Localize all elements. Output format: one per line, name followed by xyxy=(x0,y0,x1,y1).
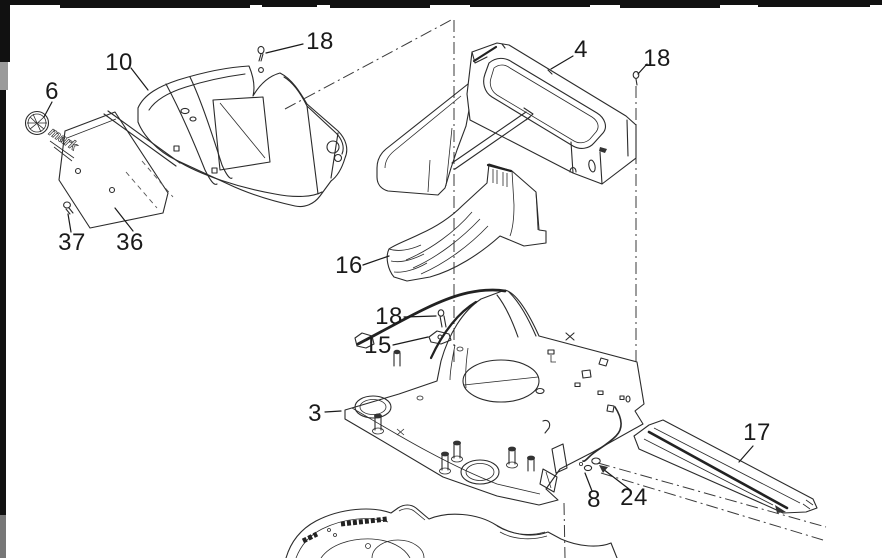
part-3-platform xyxy=(344,288,645,506)
leader-24-arrowhead xyxy=(599,465,608,473)
mower-deck-partial xyxy=(285,504,618,558)
callout-6: 6 xyxy=(45,78,59,105)
clip-x-mark xyxy=(565,332,575,341)
projection-line-diagonal-br-1 xyxy=(597,462,827,528)
part-16-chute xyxy=(386,163,547,282)
callout-24: 24 xyxy=(620,484,648,511)
platform-front-bracket xyxy=(539,419,568,493)
leader-15 xyxy=(392,336,429,346)
screw-18-right xyxy=(632,71,640,86)
leader-3 xyxy=(324,410,342,413)
callout-15: 15 xyxy=(364,332,392,359)
part-36-panel xyxy=(58,110,181,229)
deck-decal xyxy=(340,516,388,527)
callout-17: 17 xyxy=(743,419,771,446)
screw-18-top xyxy=(257,45,265,62)
trim-strip xyxy=(103,110,181,167)
leader-18-right xyxy=(637,63,648,75)
callout-18-top: 18 xyxy=(306,28,334,55)
callout-36: 36 xyxy=(116,229,144,256)
projection-lines xyxy=(284,18,827,558)
cable xyxy=(582,406,622,463)
projection-line-diagonal-br-2 xyxy=(600,472,824,541)
leader-18-top xyxy=(265,43,304,54)
screw-37 xyxy=(63,201,74,215)
projection-line-diagonal-top xyxy=(284,18,454,110)
projection-line-vertical-bottom xyxy=(563,502,566,558)
nut-8 xyxy=(583,464,593,472)
leader-10 xyxy=(130,67,149,91)
callout-16: 16 xyxy=(335,252,363,279)
part-6-brand-emblem: mark xyxy=(24,110,82,162)
deck-decal-small xyxy=(301,531,319,544)
screw-18-mid xyxy=(437,309,447,328)
part-10-hood-cover xyxy=(137,65,348,208)
leader-6 xyxy=(43,101,53,118)
duct-strut xyxy=(451,111,531,170)
callout-leaders xyxy=(43,43,754,492)
leader-17 xyxy=(738,445,754,463)
callout-8: 8 xyxy=(587,486,601,513)
callout-18-right: 18 xyxy=(643,45,671,72)
leader-18-mid xyxy=(403,315,437,318)
bolt-24 xyxy=(591,457,601,465)
part-4-shroud-cover xyxy=(376,42,637,196)
callout-37: 37 xyxy=(58,229,86,256)
leader-4 xyxy=(550,55,574,70)
leader-36 xyxy=(114,207,134,232)
platform-studs xyxy=(372,349,535,475)
screw-hole xyxy=(258,67,264,73)
callout-3: 3 xyxy=(308,400,322,427)
part-17-rail xyxy=(633,419,818,514)
leader-8 xyxy=(584,472,593,492)
callout-10: 10 xyxy=(105,49,133,76)
leader-16 xyxy=(362,255,390,266)
callout-4: 4 xyxy=(574,36,588,63)
leader-24 xyxy=(602,468,630,490)
leader-37 xyxy=(67,213,72,233)
callout-18-mid: 18 xyxy=(375,303,403,330)
hardware-8-24 xyxy=(579,457,601,472)
